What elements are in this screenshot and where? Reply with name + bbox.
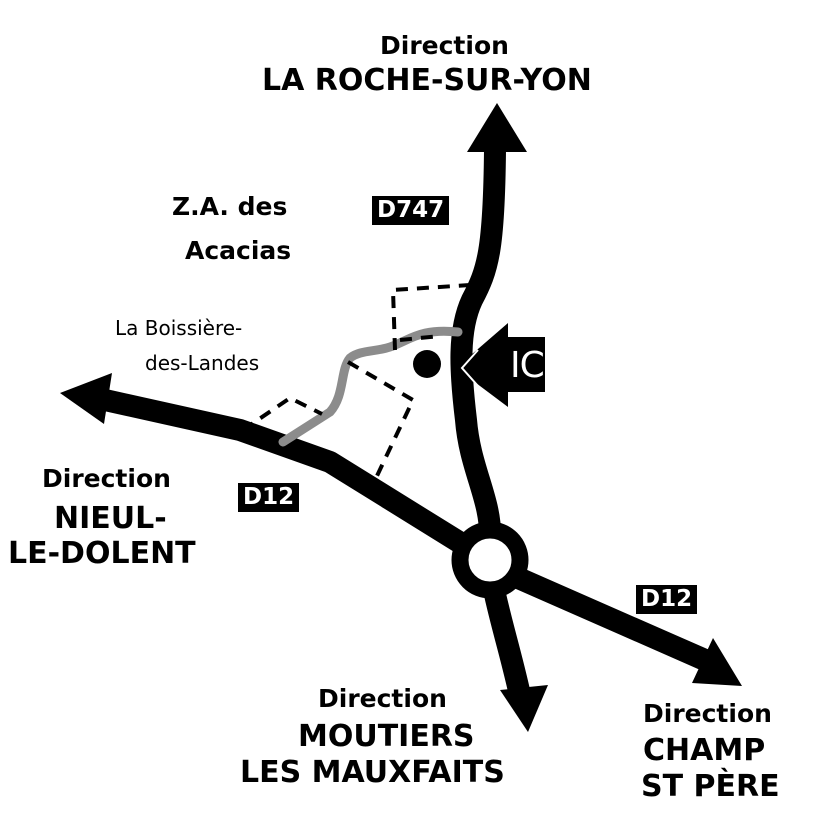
boundary-dashed-lines	[241, 283, 471, 479]
road-south	[482, 574, 531, 706]
southeast-destination-line2: ST PÈRE	[641, 769, 780, 804]
zone-label-line1: Z.A. des	[172, 192, 288, 221]
road-d747-north	[450, 139, 506, 551]
arrow-south-icon	[500, 685, 548, 732]
ici-label: ICI	[510, 345, 554, 386]
arrow-west-icon	[60, 373, 112, 424]
ici-arrow-marker	[456, 323, 545, 407]
north-destination-label: LA ROCHE-SUR-YON	[262, 63, 592, 98]
ici-arrow-outline	[460, 349, 479, 387]
arrow-north-icon	[467, 103, 527, 152]
west-destination-line2: LE-DOLENT	[8, 536, 196, 571]
south-destination-line2: LES MAUXFAITS	[240, 755, 505, 790]
village-label-line2: des-Landes	[145, 351, 260, 375]
road-d12-east	[489, 559, 716, 671]
north-direction-label: Direction	[380, 31, 509, 60]
arrow-east-icon	[692, 638, 742, 686]
local-road	[278, 326, 463, 447]
road-badge-d12-east: D12	[636, 585, 698, 614]
roundabout	[451, 521, 529, 599]
southeast-destination-line1: CHAMP	[643, 733, 766, 768]
southeast-direction-label: Direction	[643, 699, 772, 728]
location-dot	[413, 350, 441, 378]
road-badge-d747: D747	[372, 196, 450, 225]
road-badge-d12-west: D12	[238, 483, 300, 512]
west-direction-label: Direction	[42, 464, 171, 493]
west-destination-line1: NIEUL-	[54, 501, 167, 536]
south-destination-line1: MOUTIERS	[298, 719, 475, 754]
south-direction-label: Direction	[318, 684, 447, 713]
zone-label-line2: Acacias	[185, 236, 292, 265]
village-label-line1: La Boissière-	[115, 316, 243, 340]
